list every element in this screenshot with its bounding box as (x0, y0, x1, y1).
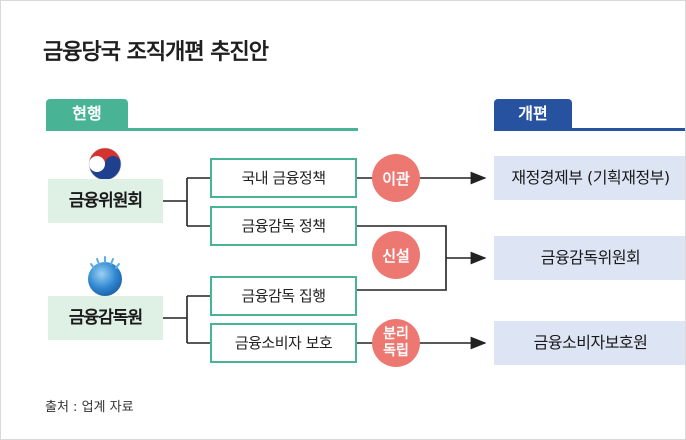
badge-separate-line2: 독립 (383, 343, 409, 359)
org-fsc: 금융위원회 (48, 179, 163, 223)
function-supervision-execution: 금융감독 집행 (210, 276, 357, 316)
badge-transfer: 이관 (372, 154, 420, 202)
tab-current: 현행 (46, 99, 128, 129)
fsc-connector (163, 177, 210, 227)
badge-separate-line1: 분리 (383, 326, 409, 342)
badge-new-label: 신설 (382, 246, 410, 265)
reform-financial-supervisory-commission: 금융감독위원회 (494, 236, 685, 280)
reform-ministry-of-finance: 재정경제부 (기획재정부) (494, 156, 685, 200)
page-title: 금융당국 조직개편 추진안 (43, 40, 269, 65)
reform-consumer-protection-agency: 금융소비자보호원 (494, 321, 685, 365)
function-domestic-finance-policy: 국내 금융정책 (210, 158, 357, 198)
reform-underline (494, 128, 685, 131)
badge-transfer-label: 이관 (382, 169, 410, 188)
source-note: 출처 : 업계 자료 (45, 400, 134, 415)
function-consumer-protection: 금융소비자 보호 (210, 323, 357, 363)
function-supervision-policy: 금융감독 정책 (210, 206, 357, 246)
tab-reform: 개편 (494, 99, 572, 129)
org-fss: 금융감독원 (48, 296, 163, 340)
fss-connector (163, 295, 210, 344)
badge-new: 신설 (372, 231, 420, 279)
badge-separate: 분리 독립 (372, 319, 420, 367)
current-underline (46, 128, 358, 131)
fsc-logo-icon (88, 147, 122, 181)
fss-logo-icon (88, 256, 122, 296)
